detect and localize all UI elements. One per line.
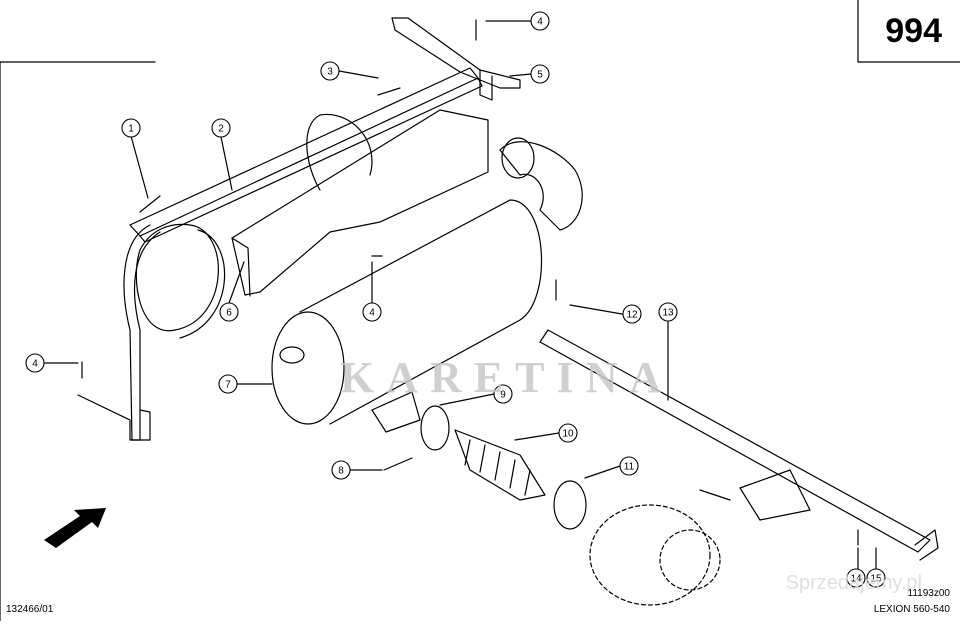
marketplace-watermark: Sprzedajemy.pl — [785, 572, 922, 594]
exhaust-elbow — [499, 141, 583, 231]
callout-circle — [846, 568, 866, 588]
callout-c4b: 4 — [362, 302, 382, 322]
muffler-left-end — [271, 311, 345, 425]
flex-hose — [454, 429, 546, 501]
right-hoop — [306, 113, 373, 191]
callout-label: 13 — [662, 308, 674, 319]
outlet-pipe — [371, 391, 421, 433]
callout-circle — [25, 353, 45, 373]
left-hoop — [135, 223, 219, 332]
upper-crossbar-inner — [139, 77, 483, 243]
callout-circle — [211, 118, 231, 138]
callout-c4c: 4 — [25, 353, 45, 373]
drawing-reference-right: 11193z00 — [907, 588, 950, 599]
drawing-reference-left: 132466/01 — [6, 604, 54, 615]
callout-c1: 1 — [121, 118, 141, 138]
callout-c11: 11 — [619, 456, 639, 476]
muffler-inlet-stub — [279, 346, 305, 364]
clamp-11 — [553, 480, 587, 530]
leader-12 — [569, 304, 623, 315]
callout-c4a: 4 — [530, 11, 550, 31]
callout-c15: 15 — [866, 568, 886, 588]
callout-c13: 13 — [658, 302, 678, 322]
left-leg-foot — [77, 394, 151, 441]
callout-label: 12 — [626, 310, 638, 321]
watermark: KARETINA — [340, 353, 674, 402]
callout-label: 3 — [327, 67, 333, 78]
callout-c12: 12 — [622, 304, 642, 324]
bolt-8 — [383, 457, 413, 471]
callout-label: 6 — [226, 308, 232, 319]
leader-6 — [228, 261, 245, 304]
muffler-body — [299, 199, 543, 425]
callout-circle — [658, 302, 678, 322]
callout-circle — [320, 61, 340, 81]
callout-c5: 5 — [530, 64, 550, 84]
callout-circle — [331, 460, 351, 480]
bottom-rail-end — [914, 529, 939, 561]
callout-label: 4 — [537, 17, 543, 28]
callout-c14: 14 — [846, 568, 866, 588]
callout-circle — [362, 302, 382, 322]
callout-c7: 7 — [218, 374, 238, 394]
bottom-rail — [539, 329, 931, 553]
bolt-3 — [377, 87, 401, 96]
callout-circle — [866, 568, 886, 588]
callout-circle — [530, 11, 550, 31]
callout-circle — [219, 302, 239, 322]
callout-circle — [493, 384, 513, 404]
callout-circle — [619, 456, 639, 476]
callout-label: 7 — [225, 380, 231, 391]
model-label: LEXION 560-540 — [873, 604, 950, 615]
flex-hose-ribs — [464, 439, 531, 496]
leader-3 — [338, 70, 379, 79]
direction-arrow-icon — [44, 508, 106, 548]
callout-label: 5 — [537, 70, 543, 81]
leader-9 — [439, 393, 495, 406]
page-number: 994 — [885, 12, 942, 50]
callout-circle — [530, 64, 550, 84]
callout-c2: 2 — [211, 118, 231, 138]
left-leg-support — [123, 224, 161, 441]
callout-c8: 8 — [331, 460, 351, 480]
heat-shield — [231, 109, 489, 296]
callout-label: 2 — [218, 124, 224, 135]
callout-label: 15 — [870, 574, 882, 585]
callout-label: 14 — [850, 574, 862, 585]
callout-label: 8 — [338, 466, 344, 477]
callout-label: 11 — [624, 462, 635, 473]
callout-c9: 9 — [493, 384, 513, 404]
bottom-rail-bracket — [699, 469, 811, 521]
exhaust-elbow-opening — [501, 137, 535, 179]
clamp-9 — [420, 405, 450, 451]
callout-circle — [558, 423, 578, 443]
leader-1 — [130, 135, 149, 199]
leader-11 — [584, 465, 621, 479]
callout-label: 4 — [369, 308, 375, 319]
top-bracket — [391, 17, 521, 89]
callout-label: 4 — [32, 359, 38, 370]
bolt-1 — [139, 195, 161, 213]
turbo-housing — [589, 504, 711, 606]
leader-2 — [220, 136, 233, 191]
callout-circle — [622, 304, 642, 324]
callout-label: 10 — [562, 429, 574, 440]
leader-5 — [509, 73, 532, 77]
callout-c3: 3 — [320, 61, 340, 81]
callout-label: 1 — [128, 124, 134, 135]
callout-circle — [121, 118, 141, 138]
callout-circle — [218, 374, 238, 394]
upper-crossbar — [129, 67, 479, 237]
leader-10 — [514, 432, 560, 441]
callout-c6: 6 — [219, 302, 239, 322]
left-hoop-inner — [179, 229, 226, 339]
turbo-inner — [659, 529, 721, 591]
heat-shield-edge — [231, 237, 251, 297]
callout-label: 9 — [500, 390, 506, 401]
callout-c10: 10 — [558, 423, 578, 443]
